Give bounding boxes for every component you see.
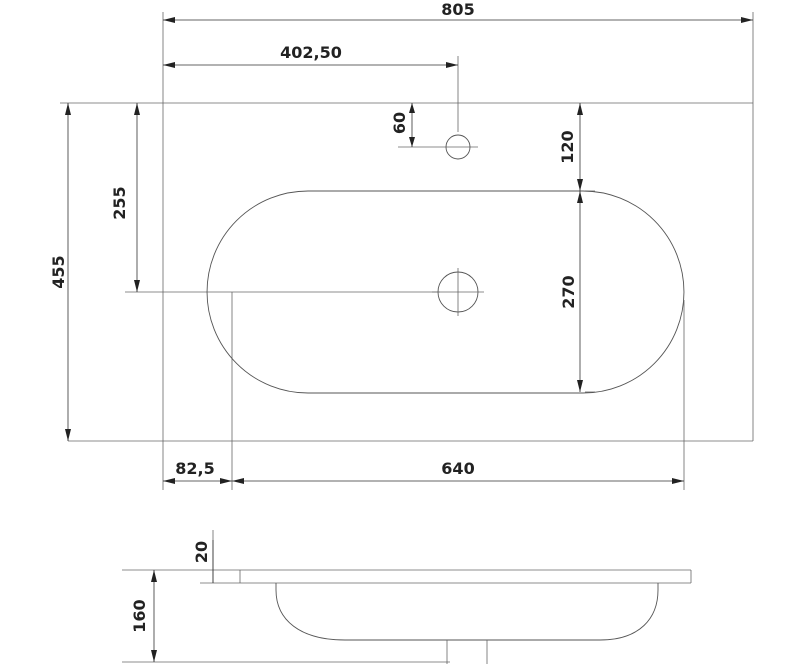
dimension-label-basin-side-gap: 82,5 <box>175 459 214 478</box>
dimension-label-total-height: 160 <box>130 599 149 632</box>
dimension-slab-thickness: 20 <box>192 540 214 583</box>
dimension-tap-offset-x: 402,50 <box>163 43 458 68</box>
dimension-drain-offset-y: 255 <box>110 103 140 292</box>
dimension-label-tap-offset-x: 402,50 <box>280 43 342 62</box>
basin-side-profile <box>275 583 659 641</box>
dimension-label-tap-offset-y: 60 <box>390 112 409 134</box>
dimension-label-overall-depth: 455 <box>49 255 68 288</box>
dimension-label-basin-depth: 270 <box>559 275 578 308</box>
dimension-total-height: 160 <box>130 570 157 662</box>
dimension-basin-side-gap: 82,5 <box>163 459 232 484</box>
dimension-overall-width: 805 <box>163 0 753 23</box>
dimension-label-drain-offset-y: 255 <box>110 186 129 219</box>
dimension-basin-top-gap: 120 <box>558 103 583 191</box>
dimension-label-basin-top-gap: 120 <box>558 130 577 163</box>
basin-outline <box>206 190 685 394</box>
dimension-overall-depth: 455 <box>49 103 71 441</box>
tap-hole <box>445 134 471 160</box>
dimension-label-overall-width: 805 <box>441 0 474 19</box>
side-view: 20 160 <box>122 530 692 664</box>
dimension-basin-width: 640 <box>232 459 684 484</box>
dimension-basin-depth: 270 <box>559 191 583 392</box>
top-view: 805 402,50 60 120 455 <box>49 0 754 490</box>
dimension-tap-offset-y: 60 <box>390 103 415 147</box>
dimension-label-slab-thickness: 20 <box>192 541 211 563</box>
dimension-label-basin-width: 640 <box>441 459 474 478</box>
